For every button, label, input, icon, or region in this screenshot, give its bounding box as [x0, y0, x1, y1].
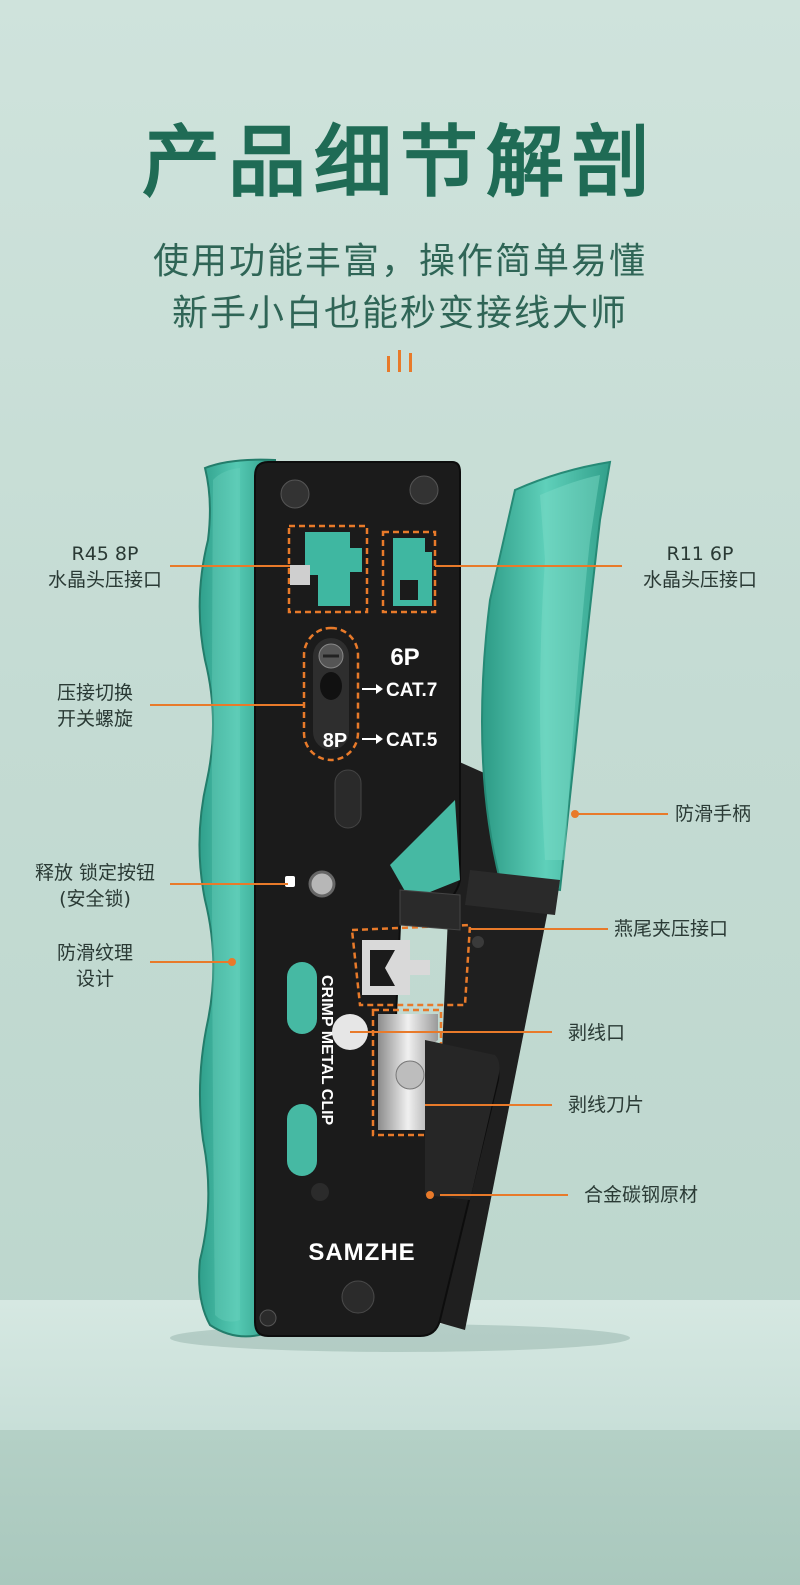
callout-texture-dot	[228, 958, 236, 966]
label-rj45-line1: R45 8P	[71, 543, 139, 565]
callout-handle-dot	[571, 810, 579, 818]
handle-pivot	[465, 870, 560, 915]
lower-plate	[425, 1040, 500, 1200]
label-switch-line2: 开关螺旋	[56, 708, 133, 730]
arrow-cat5-head	[376, 734, 383, 744]
brand-logo: SAMZHE	[308, 1239, 415, 1266]
switch-detent	[320, 672, 342, 700]
label-release-line2: (安全锁)	[59, 888, 131, 910]
label-texture-line1: 防滑纹理	[56, 942, 133, 964]
page-title: 产品细节解剖	[141, 118, 658, 208]
dovetail-notch	[370, 950, 395, 986]
label-rj11: R11 6P 水晶头压接口	[620, 541, 780, 593]
subtitle-line-2: 新手小白也能秒变接线大师	[171, 293, 628, 334]
label-dovetail: 燕尾夹压接口	[614, 918, 729, 940]
callout-material-dot	[426, 1191, 434, 1199]
switch-outline	[302, 626, 360, 762]
label-texture-line2: 设计	[75, 968, 114, 990]
screw-icon	[409, 475, 439, 505]
hole-icon	[311, 1183, 329, 1201]
lock-icon	[285, 876, 295, 887]
teal-insert	[390, 800, 460, 900]
rj45-port	[305, 532, 362, 606]
screw-icon	[341, 1280, 375, 1314]
lower-slot	[334, 769, 362, 829]
label-material: 合金碳钢原材	[584, 1184, 699, 1206]
release-lock-button	[308, 870, 336, 898]
rj11-port-outline	[381, 530, 437, 614]
label-switch-line1: 压接切换	[56, 682, 133, 704]
label-release: 释放 锁定按钮 (安全锁)	[20, 860, 170, 912]
label-handle: 防滑手柄	[675, 803, 752, 825]
label-rj11-line2: 水晶头压接口	[642, 569, 757, 591]
blade-screw-icon	[395, 1060, 425, 1090]
label-release-line1: 释放 锁定按钮	[34, 862, 156, 884]
arrow-cat7-head	[376, 684, 383, 694]
grip-handle	[481, 460, 612, 892]
label-rj45: R45 8P 水晶头压接口	[30, 541, 180, 593]
screw-icon	[259, 1309, 277, 1327]
label-cat5: CAT.5	[386, 730, 438, 751]
decorative-marks-icon	[385, 350, 415, 374]
handle-highlight	[540, 475, 600, 860]
label-6p: 6P	[390, 644, 419, 671]
label-switch: 压接切换 开关螺旋	[40, 680, 150, 732]
crimp-metal-clip-text: CRIMP METAL CLIP	[318, 975, 335, 1126]
teal-pill-top	[287, 962, 317, 1034]
teal-pill-bottom	[287, 1104, 317, 1176]
label-strip-blade: 剥线刀片	[568, 1094, 645, 1116]
label-rj45-line2: 水晶头压接口	[47, 569, 162, 591]
subtitle-line-1: 使用功能丰富，操作简单易懂	[152, 241, 647, 282]
rj45-port-outline	[287, 524, 369, 614]
rj11-slot	[400, 580, 418, 600]
grip-body-highlight	[211, 468, 240, 1322]
upper-jaw	[399, 889, 461, 931]
label-texture: 防滑纹理 设计	[40, 940, 150, 992]
hole-icon	[472, 936, 484, 948]
label-8p: 8P	[323, 730, 347, 752]
screw-icon	[280, 479, 310, 509]
label-cat7: CAT.7	[386, 680, 437, 701]
rj45-stop	[290, 565, 310, 585]
label-strip-port: 剥线口	[568, 1022, 626, 1044]
floor-front	[0, 1430, 800, 1585]
label-rj11-line1: R11 6P	[666, 543, 734, 565]
